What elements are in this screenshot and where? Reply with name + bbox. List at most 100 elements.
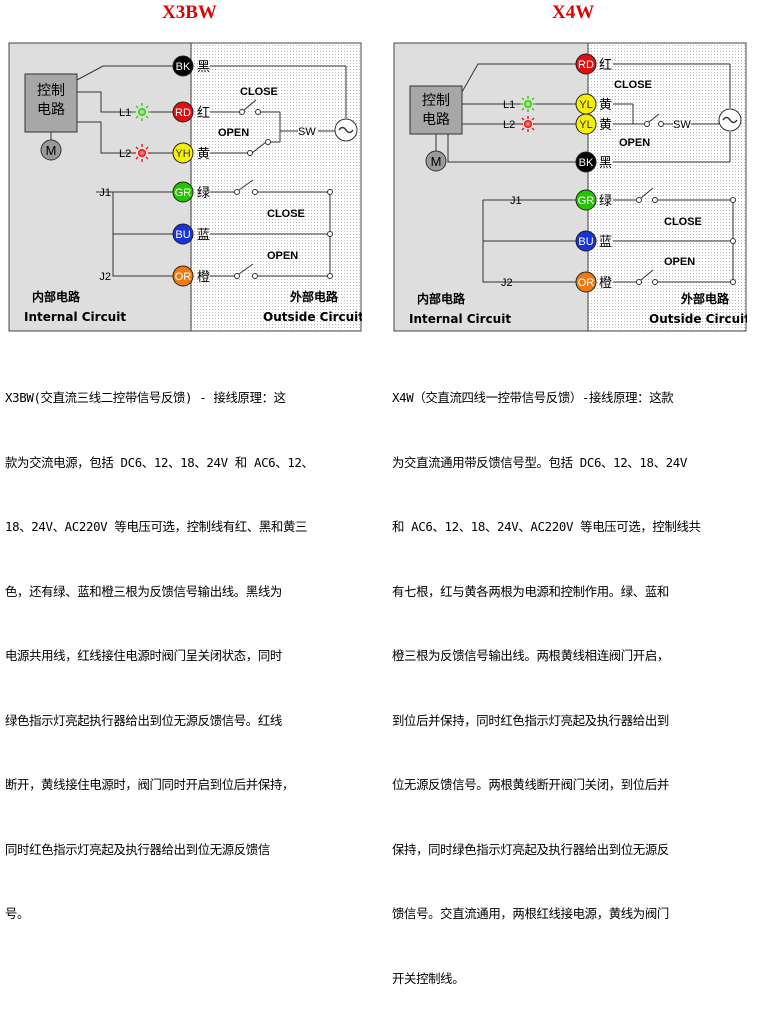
wire-name-yellow-1: 黄: [599, 98, 612, 113]
svg-text:YL: YL: [579, 119, 592, 131]
terminal-gr: GR: [172, 181, 194, 203]
lamp-label-l1: L1: [119, 107, 131, 119]
svg-text:RD: RD: [175, 107, 191, 119]
close-label-2: CLOSE: [267, 208, 305, 220]
power-source-icon: [718, 108, 742, 132]
terminal-yl-1: YL: [575, 93, 597, 115]
left-wiring-diagram: 控制 电路 M L1 L2 J1 J2 BK RD Y: [8, 42, 362, 332]
svg-text:YL: YL: [579, 99, 592, 111]
lamp-label-l2: L2: [503, 119, 515, 131]
svg-text:BU: BU: [578, 236, 593, 248]
terminal-yl-2: YL: [575, 113, 597, 135]
outside-label-cn: 外部电路: [681, 291, 730, 306]
svg-text:RD: RD: [578, 59, 594, 71]
desc-line: 号。: [5, 906, 30, 921]
controller-box: [409, 85, 463, 135]
outside-panel: [190, 42, 362, 332]
svg-text:BK: BK: [176, 61, 191, 73]
desc-line: 为交直流通用带反馈信号型。包括 DC6、12、18、24V: [392, 454, 687, 470]
desc-line: 18、24V、AC220V 等电压可选，控制线有红、黑和黄三: [5, 519, 308, 534]
green-lamp-icon: [133, 103, 151, 121]
desc-line: 到位后并保持，同时红色指示灯亮起及执行器给出到: [392, 712, 669, 728]
svg-text:BK: BK: [579, 157, 594, 169]
internal-label-en: Internal Circuit: [24, 310, 126, 324]
controller-label-1: 控制: [422, 93, 450, 109]
open-label-2: OPEN: [664, 256, 695, 268]
wire-name-orange: 橙: [599, 276, 612, 291]
svg-text:YH: YH: [175, 148, 190, 160]
desc-line: 电源共用线，红线接住电源时阀门呈关闭状态，同时: [5, 648, 282, 663]
desc-line: X4W（交直流四线一控带信号反馈）-接线原理：这款: [392, 390, 674, 405]
svg-text:GR: GR: [578, 195, 595, 207]
svg-text:GR: GR: [175, 187, 192, 199]
right-description: X4W（交直流四线一控带信号反馈）-接线原理：这款 为交直流通用带反馈信号型。包…: [392, 344, 701, 1011]
wire-name-red: 红: [197, 105, 210, 121]
desc-line: 同时红色指示灯亮起及执行器给出到位无源反馈信: [5, 841, 270, 857]
red-lamp-icon: [133, 144, 151, 162]
desc-line: 断开，黄线接住电源时，阀门同时开启到位后并保持，: [5, 777, 294, 792]
terminal-gr: GR: [575, 189, 597, 211]
right-wiring-diagram: 控制 电路 M L1 L2 J1 J2: [393, 42, 747, 332]
wire-name-orange: 橙: [197, 270, 210, 285]
j2-label: J2: [501, 277, 513, 289]
wire-name-yellow: 黄: [197, 147, 210, 162]
desc-line: 开关控制线。: [392, 970, 465, 986]
desc-line: 和 AC6、12、18、24V、AC220V 等电压可选，控制线共: [392, 519, 701, 534]
green-lamp-icon: [520, 96, 536, 112]
desc-line: 位无源反馈信号。两根黄线断开阀门关闭，到位后并: [392, 777, 669, 792]
wire-name-green: 绿: [599, 194, 612, 209]
controller-label-2: 电路: [422, 112, 450, 128]
desc-line: 橙三根为反馈信号输出线。两根黄线相连阀门开启，: [392, 648, 669, 663]
wire-name-yellow-2: 黄: [599, 118, 612, 133]
desc-line: 款为交流电源，包括 DC6、12、18、24V 和 AC6、12、: [5, 454, 314, 470]
left-title: X3BW: [162, 2, 217, 23]
right-title: X4W: [552, 2, 595, 23]
motor-label: M: [431, 154, 442, 169]
wire-name-black: 黑: [599, 156, 612, 171]
terminal-bk: BK: [575, 151, 597, 173]
wire-name-green: 绿: [197, 186, 210, 201]
controller-label-1: 控制: [37, 83, 65, 99]
svg-text:BU: BU: [175, 229, 190, 241]
motor-icon: [40, 139, 62, 161]
lamp-label-l1: L1: [503, 99, 515, 111]
close-label: CLOSE: [614, 79, 652, 91]
outside-label-cn: 外部电路: [290, 289, 339, 304]
terminal-bk: BK: [172, 55, 194, 77]
terminal-or: OR: [172, 265, 194, 287]
open-label: OPEN: [619, 137, 650, 149]
wire-name-blue: 蓝: [197, 228, 210, 243]
close-label-2: CLOSE: [664, 216, 702, 228]
open-label-2: OPEN: [267, 250, 298, 262]
svg-text:OR: OR: [578, 277, 595, 289]
sw-label: SW: [673, 119, 691, 131]
open-label: OPEN: [218, 127, 249, 139]
close-label: CLOSE: [240, 86, 278, 98]
wire-name-black: 黑: [197, 60, 210, 75]
desc-line: 保持，同时绿色指示灯亮起及执行器给出到位无源反: [392, 841, 669, 857]
left-description: X3BW(交直流三线二控带信号反馈) - 接线原理：这 款为交流电源，包括 DC…: [5, 344, 314, 946]
desc-line: 有七根，红与黄各两根为电源和控制作用。绿、蓝和: [392, 583, 669, 599]
motor-label: M: [46, 143, 57, 158]
outside-label-en: Outside Circuit: [263, 310, 362, 324]
terminal-rd: RD: [575, 53, 597, 75]
terminal-rd: RD: [172, 101, 194, 123]
terminal-yh: YH: [172, 142, 194, 164]
lamp-label-l2: L2: [119, 148, 131, 160]
j1-label: J1: [99, 187, 111, 199]
sw-label: SW: [298, 126, 316, 138]
desc-line: 色，还有绿、蓝和橙三根为反馈信号输出线。黑线为: [5, 583, 282, 599]
desc-line: 馈信号。交直流通用，两根红线接电源，黄线为阀门: [392, 906, 669, 921]
terminal-bu: BU: [172, 223, 194, 245]
outside-panel: [587, 42, 747, 332]
j2-label: J2: [99, 271, 111, 283]
internal-label-cn: 内部电路: [417, 291, 466, 306]
terminal-bu: BU: [575, 230, 597, 252]
j1-label: J1: [510, 195, 522, 207]
red-lamp-icon: [520, 116, 536, 132]
outside-label-en: Outside Circuit: [649, 312, 747, 326]
desc-line: 绿色指示灯亮起执行器给出到位无源反馈信号。红线: [5, 712, 282, 728]
terminal-or: OR: [575, 271, 597, 293]
power-source-icon: [334, 118, 358, 142]
controller-label-2: 电路: [37, 102, 65, 118]
